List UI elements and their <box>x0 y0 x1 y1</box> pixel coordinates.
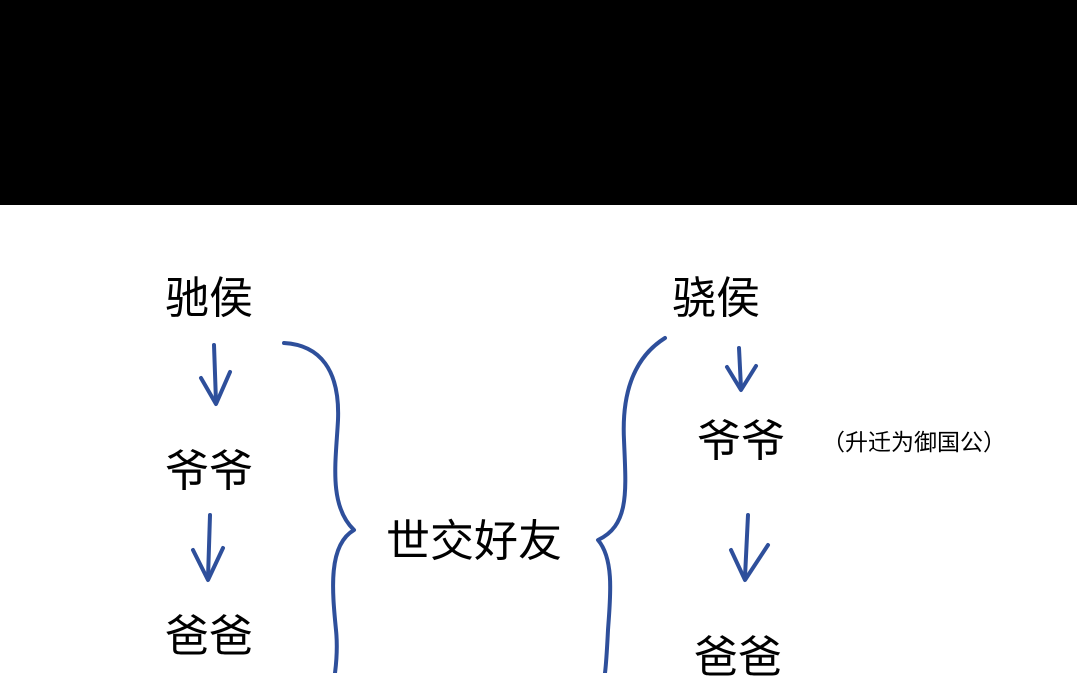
arrow-down-icon <box>191 513 225 582</box>
right-grandfather-note: （升迁为御国公） <box>822 430 1006 456</box>
arrow-down-icon <box>729 513 770 582</box>
arrow-down-icon <box>199 343 232 406</box>
left-brace <box>282 341 356 673</box>
left-father: 爸爸 <box>165 611 253 662</box>
left-title: 驰侯 <box>165 273 253 324</box>
right-title: 骁侯 <box>672 273 760 324</box>
right-father: 爸爸 <box>694 632 782 683</box>
top-black-band <box>0 0 1077 205</box>
right-brace <box>596 336 667 673</box>
right-grandfather: 爷爷 <box>697 416 785 467</box>
arrow-down-icon <box>725 346 758 392</box>
left-grandfather: 爷爷 <box>165 446 253 497</box>
center-label: 世交好友 <box>386 516 562 567</box>
